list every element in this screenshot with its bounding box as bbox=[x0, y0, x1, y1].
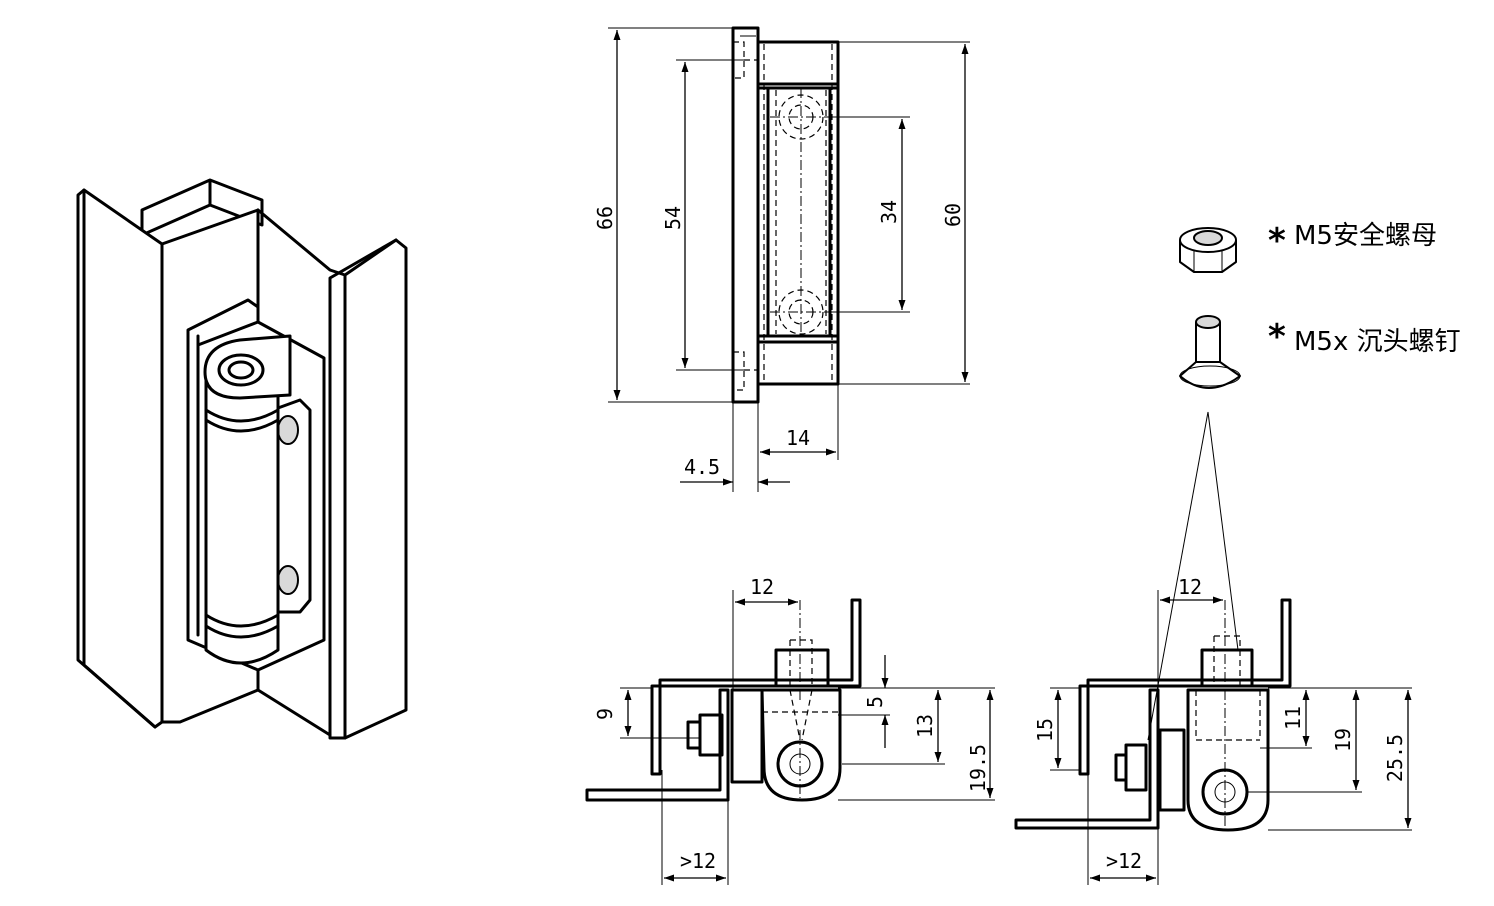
front-view: 66 54 34 60 14 4.5 bbox=[593, 26, 970, 492]
dim-54: 54 bbox=[661, 206, 685, 230]
dim-gt12-left: >12 bbox=[680, 849, 716, 873]
dim-gt12-right: >12 bbox=[1106, 849, 1142, 873]
parts-list: * M5安全螺母 * M5x 沉头螺钉 bbox=[1147, 221, 1461, 741]
left-panel bbox=[76, 188, 164, 729]
dim-19: 19 bbox=[1331, 728, 1355, 752]
side-view-left: 12 9 5 13 19.5 >12 bbox=[585, 575, 995, 885]
part-marker-nut: * bbox=[1268, 221, 1286, 261]
right-profile bbox=[328, 238, 408, 740]
dim-4-5: 4.5 bbox=[684, 455, 720, 479]
part-label-screw: M5x 沉头螺钉 bbox=[1294, 327, 1461, 357]
part-label-nut: M5安全螺母 bbox=[1294, 221, 1437, 251]
dim-13: 13 bbox=[913, 714, 937, 738]
dim-15: 15 bbox=[1033, 718, 1057, 742]
dim-12-right: 12 bbox=[1178, 575, 1202, 599]
dim-11: 11 bbox=[1281, 706, 1305, 730]
dim-25-5: 25.5 bbox=[1383, 734, 1407, 782]
dim-34: 34 bbox=[877, 200, 901, 224]
dim-14: 14 bbox=[786, 426, 810, 450]
countersunk-screw-icon bbox=[1179, 315, 1241, 389]
hinge-barrel bbox=[204, 368, 280, 665]
dim-9: 9 bbox=[593, 708, 617, 720]
dim-5: 5 bbox=[863, 696, 887, 708]
dim-60: 60 bbox=[941, 203, 965, 227]
part-marker-screw: * bbox=[1268, 317, 1286, 357]
dim-19-5: 19.5 bbox=[966, 744, 990, 792]
lock-nut-icon bbox=[1179, 227, 1237, 273]
dim-66: 66 bbox=[593, 206, 617, 230]
dim-12-left: 12 bbox=[750, 575, 774, 599]
side-view-right: 12 15 11 19 25.5 >12 bbox=[1014, 575, 1412, 885]
isometric-hinge-view bbox=[76, 178, 408, 740]
